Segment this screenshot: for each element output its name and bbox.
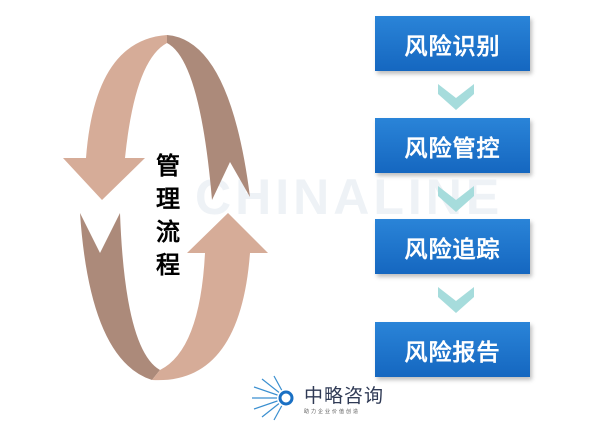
bottom-arrow-light-band	[152, 213, 268, 381]
cycle-arrows	[63, 35, 268, 381]
top-arrow-light-band	[63, 35, 167, 200]
logo-tagline: 助力企业价值创造	[304, 409, 361, 415]
step-risk-report: 风险报告	[375, 322, 530, 377]
step-risk-control: 风险管控	[375, 118, 530, 173]
chevron-down-icon	[438, 84, 474, 110]
logo: 中略咨询 助力企业价值创造	[248, 375, 384, 421]
chevron-down-icon	[438, 287, 474, 313]
logo-name: 中略咨询	[304, 385, 385, 407]
step-risk-identification: 风险识别	[375, 16, 530, 71]
bottom-arrow-dark-band	[80, 213, 160, 380]
step-risk-tracking: 风险追踪	[375, 219, 530, 274]
top-arrow-dark-band	[167, 35, 250, 200]
cycle-label: 管理流程	[156, 152, 180, 279]
logo-burst-icon	[252, 375, 295, 421]
chevron-down-icon	[438, 186, 474, 212]
